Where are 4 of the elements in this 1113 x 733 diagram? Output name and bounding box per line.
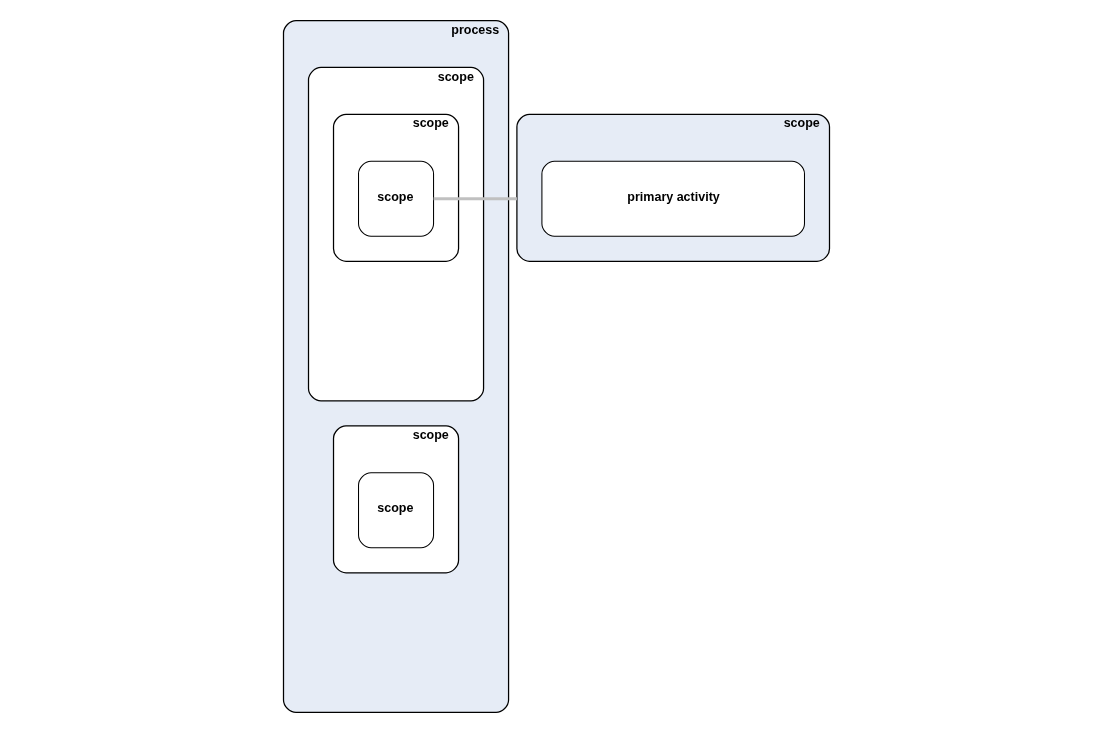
connector	[433, 197, 517, 201]
node-box: primary activity	[541, 160, 805, 237]
node-box: scope	[358, 472, 435, 549]
node-box: scope	[358, 160, 435, 237]
